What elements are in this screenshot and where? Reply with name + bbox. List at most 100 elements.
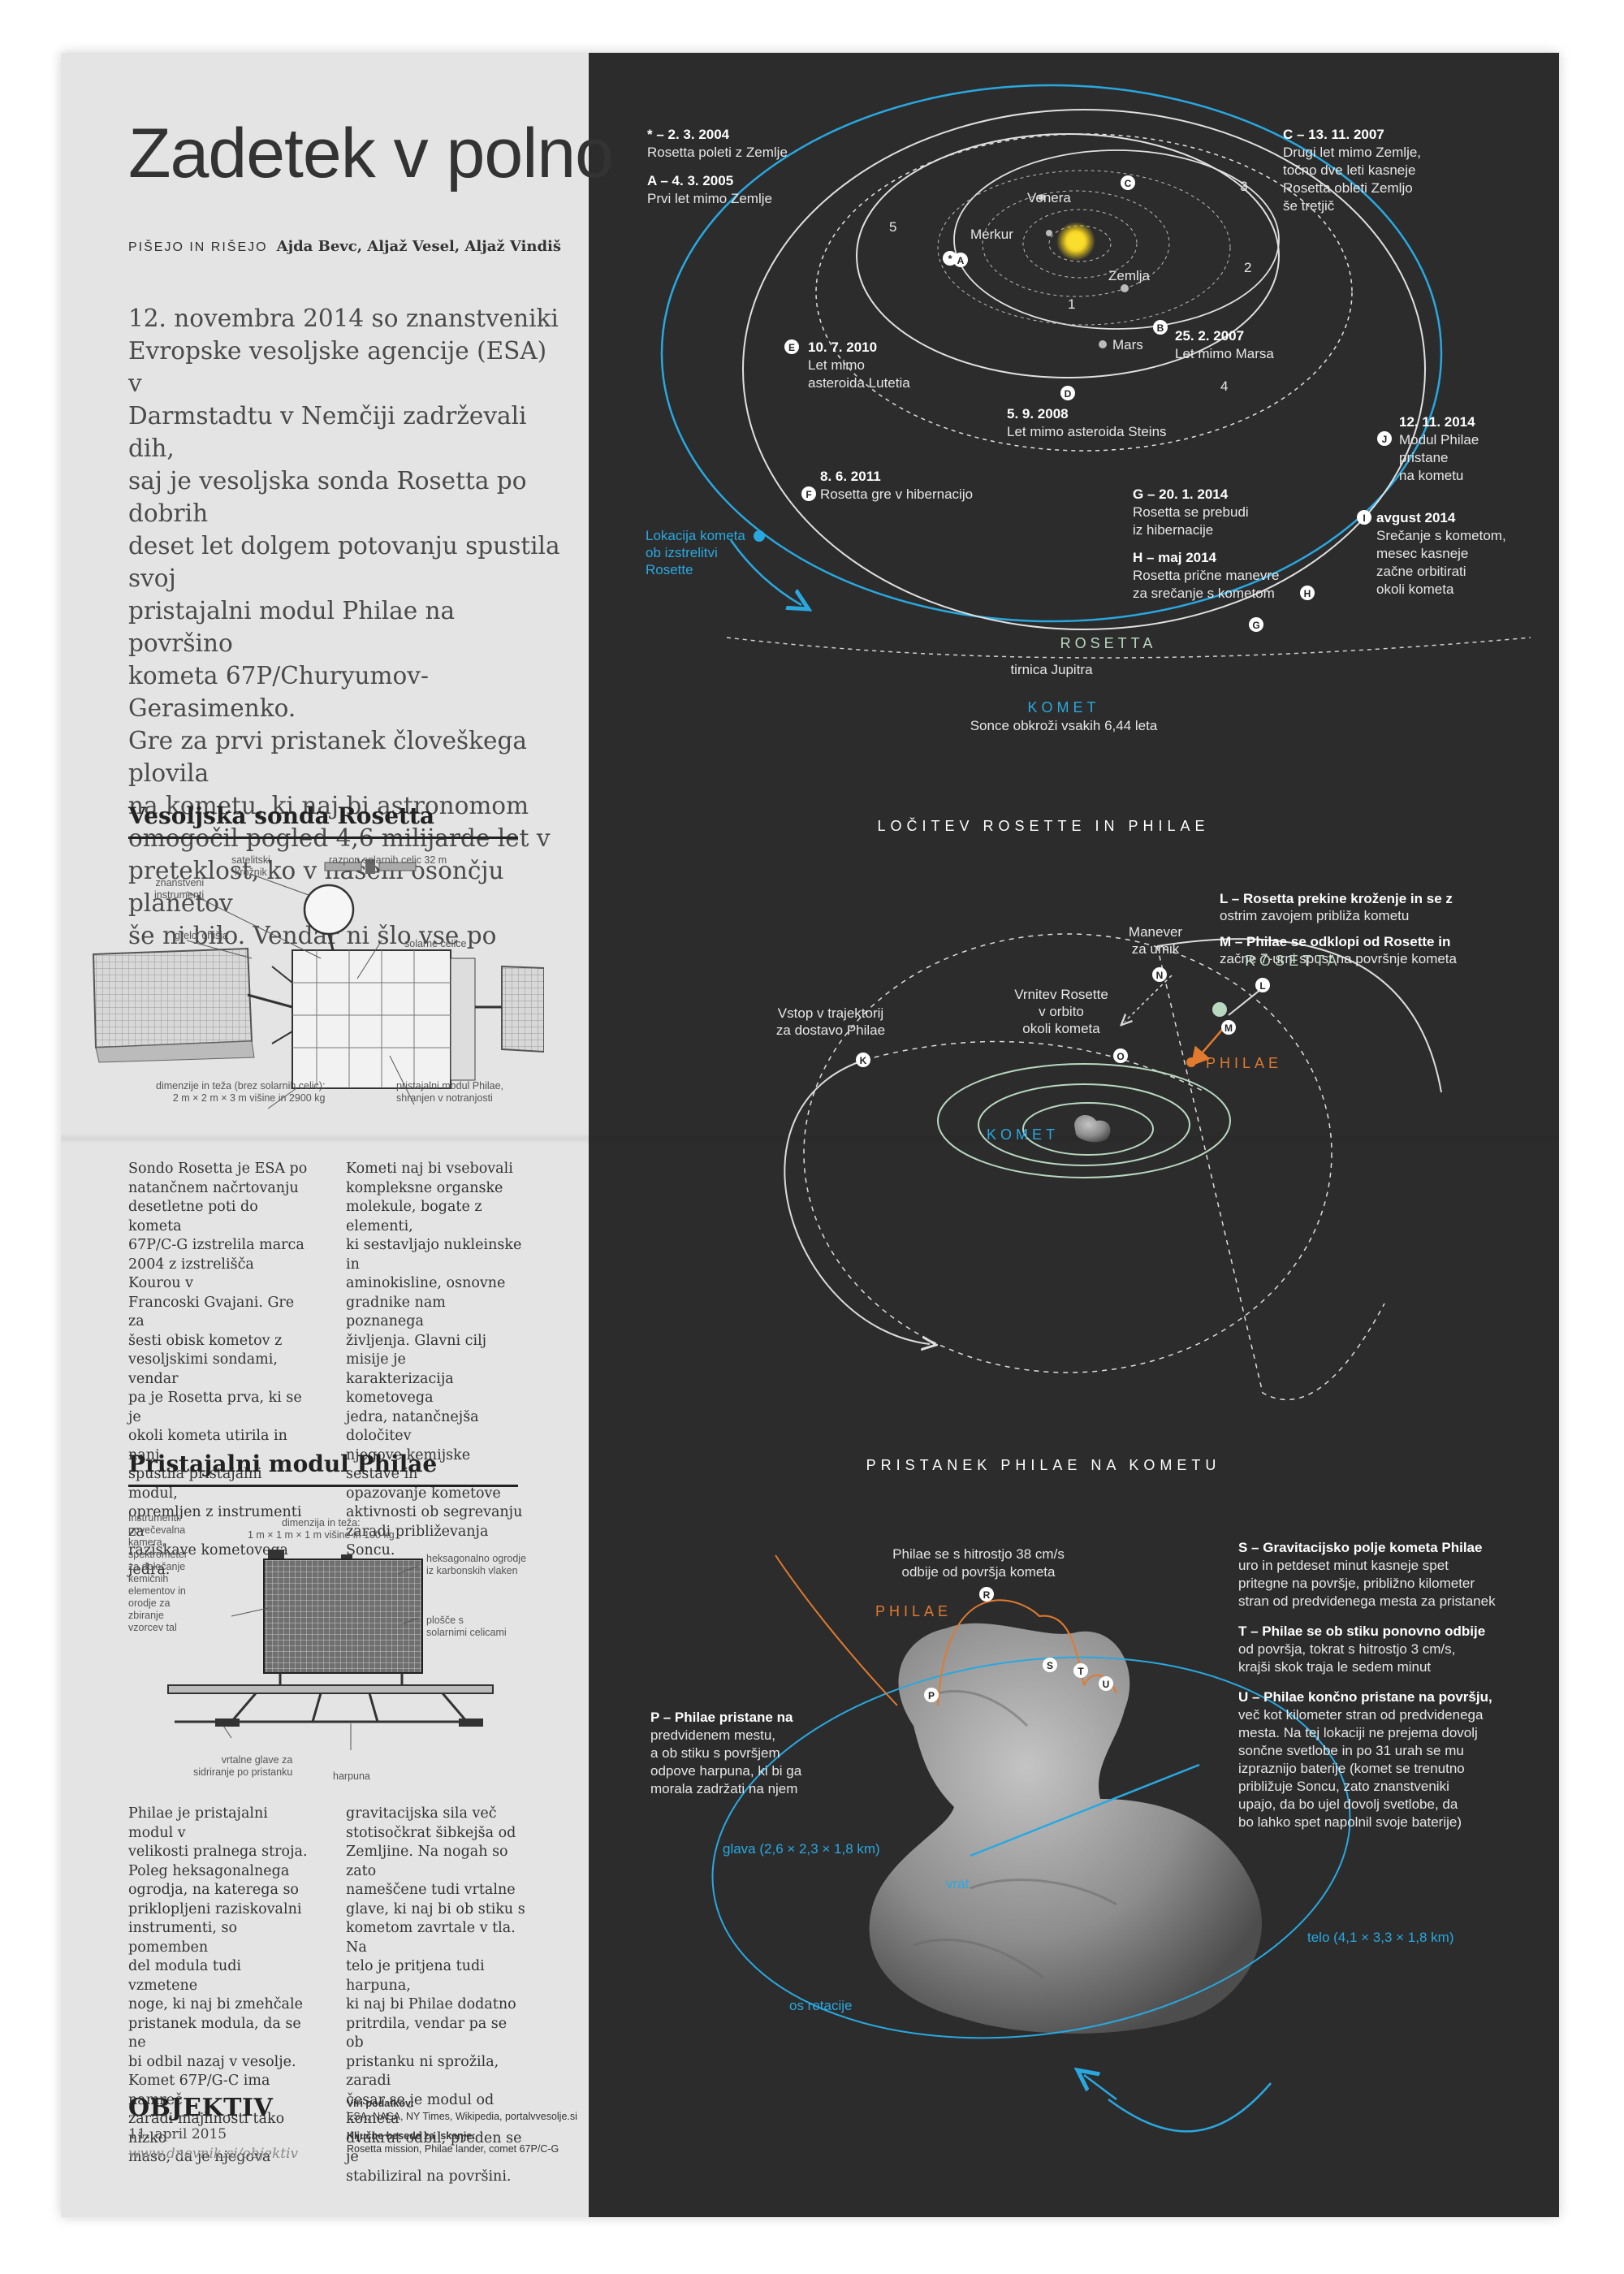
marker-E[interactable]: E <box>784 339 799 354</box>
text-line: nameščene tudi vrtalne <box>346 1882 516 1898</box>
byline-names: Ajda Bevc, Aljaž Vesel, Aljaž Vindiš <box>276 238 562 255</box>
event-desc: mesec kasneje <box>1376 546 1468 561</box>
event-date: C – 13. 11. 2007 <box>1283 127 1384 142</box>
marker-R[interactable]: R <box>979 1587 994 1602</box>
lead-line: kometa 67P/Churyumov-Gerasimenko. <box>128 662 429 722</box>
label-line: izpraznijo baterije (komet se trenutno <box>1238 1761 1465 1776</box>
text-line: pritrdila, vendar pa se ob <box>346 2015 508 2051</box>
mercury-label: Merkur <box>970 227 1013 242</box>
label-frame: heksagonalno ogrodje iz karbonskih vlake… <box>426 1553 526 1577</box>
approach-line <box>1125 975 1173 1022</box>
text-line: aminokisline, osnovne <box>346 1275 506 1291</box>
return-path <box>864 1040 1207 1093</box>
comet-orbit <box>660 84 1443 623</box>
label-line: zbiranje <box>128 1610 164 1621</box>
text-line: spustila pristajalni modul, <box>128 1466 262 1502</box>
label-line: Instrumenti: <box>128 1512 182 1524</box>
marker-A[interactable]: A <box>953 253 968 267</box>
label-solar-span: razpon solarnih celic 32 m <box>329 854 447 866</box>
marker-L[interactable]: L <box>1255 978 1270 992</box>
label-line: stran od predvidenega mesta za pristanek <box>1238 1593 1496 1609</box>
mars-dot <box>1099 340 1107 348</box>
marker-F[interactable]: F <box>801 486 816 501</box>
philae-bounce-arc <box>937 1599 1085 1706</box>
orbit-number: 3 <box>1240 179 1247 194</box>
marker-B[interactable]: B <box>1153 320 1168 335</box>
mars-label: Mars <box>1112 337 1143 352</box>
text-line: maso, da je njegova <box>128 2149 271 2165</box>
marker-C[interactable]: C <box>1121 175 1135 190</box>
marker-S[interactable]: S <box>1043 1658 1057 1672</box>
text-line: zaradi majhnosti tako nizko <box>128 2111 285 2146</box>
philae-label: PHILAE <box>1206 1055 1282 1071</box>
marker-P[interactable]: P <box>924 1688 939 1702</box>
text-line: vesoljskimi sondami, vendar <box>128 1351 278 1387</box>
text-line: Philae je pristajalni modul v <box>128 1805 268 1841</box>
keywords: Ključne besede za iskanje: Rosetta missi… <box>347 2129 559 2155</box>
marker-U[interactable]: U <box>1099 1676 1113 1691</box>
website-link[interactable]: www.dnevnik.si/objektiv <box>128 2146 299 2162</box>
label-line: odpove harpuna, ki bi ga <box>650 1763 802 1779</box>
marker-M[interactable]: M <box>1221 1020 1236 1035</box>
label-line: vrtalne glave za <box>221 1754 293 1766</box>
marker-G[interactable]: G <box>1249 617 1263 632</box>
philae-text-col1: Philae je pristajalni modul v velikosti … <box>128 1805 309 2168</box>
label-line: okoli kometa <box>1022 1021 1100 1036</box>
rosetta-orbit-label: ROSETTA <box>1060 635 1157 651</box>
text-line: kometom zavrtale v tla. Na <box>346 1920 516 1956</box>
marker-N[interactable]: N <box>1152 967 1167 982</box>
marker-I[interactable]: I <box>1357 510 1371 525</box>
label-line: upajo, da bo ujel dovolj svetlobe, da <box>1238 1796 1458 1812</box>
marker-O[interactable]: O <box>1113 1048 1128 1063</box>
marker-text: L <box>1259 980 1265 992</box>
head-label: glava (2,6 × 2,3 × 1,8 km) <box>723 1841 880 1857</box>
mars-orbit <box>937 170 1231 326</box>
rosetta-heading: Vesoljska sonda Rosetta <box>128 802 435 829</box>
label-line: za umik <box>1132 941 1180 957</box>
lead-line: na kometu, ki naj bi astronomom <box>128 792 529 819</box>
keywords-list: Rosetta mission, Philae lander, comet 67… <box>347 2143 559 2155</box>
marker-K[interactable]: K <box>856 1053 870 1067</box>
marker-J[interactable]: J <box>1377 431 1392 446</box>
text-line: okoli kometa utirila in nanj <box>128 1428 287 1463</box>
label-line: Vstop v trajektorij <box>778 1005 883 1021</box>
label-line: kemičnih <box>128 1573 169 1584</box>
label-line: iz karbonskih vlaken <box>426 1565 518 1576</box>
text-line: noge, ki naj bi zmehčale <box>128 1996 303 2012</box>
text-line: zaradi približevanja Soncu. <box>346 1523 489 1559</box>
marker-text: D <box>1065 388 1072 400</box>
marker-text: E <box>788 342 795 353</box>
philae-landing-label: PHILAE <box>875 1603 952 1619</box>
text-line: telo je pritjena tudi harpuna, <box>346 1958 485 1994</box>
marker-T[interactable]: T <box>1073 1663 1088 1678</box>
event-desc: Srečanje s kometom, <box>1376 528 1506 543</box>
marker-text: M <box>1224 1022 1233 1034</box>
event-date: H – maj 2014 <box>1133 550 1217 565</box>
comet-label: KOMET <box>987 1126 1059 1143</box>
marker-H[interactable]: H <box>1300 586 1315 600</box>
label-instruments: znanstveni instrumenti <box>154 877 204 901</box>
event-desc: okoli kometa <box>1376 581 1454 597</box>
byline-caption: PIŠEJO IN RIŠEJO <box>128 240 268 254</box>
label-line: dimenzija in teža: <box>282 1517 361 1528</box>
marker-D[interactable]: D <box>1060 386 1075 400</box>
label-line: morala zadržati na njem <box>650 1781 797 1796</box>
label-line: shranjen v notranjosti <box>396 1092 493 1104</box>
lead-line: deset let dolgem potovanju spustila svoj <box>128 532 560 592</box>
lead-line: saj je vesoljska sonda Rosetta po dobrih <box>128 467 527 527</box>
separation-section: LOČITEV ROSETTE IN PHILAE K L M N O L – … <box>776 817 1458 1401</box>
marker-text: P <box>928 1690 935 1701</box>
sun-core <box>1069 234 1083 249</box>
lead-line: pristajalni modul Philae na površino <box>128 597 456 657</box>
text-line: aktivnosti ob segrevanju <box>346 1504 523 1520</box>
